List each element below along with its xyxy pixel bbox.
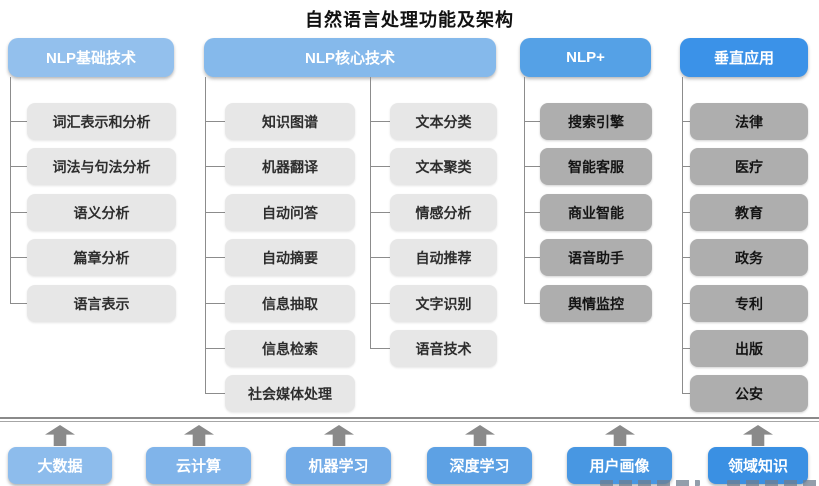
node-business-intelligence: 商业智能 (540, 194, 652, 231)
header-nlp-core: NLP核心技术 (204, 38, 496, 77)
node-information-retrieval: 信息检索 (225, 330, 355, 367)
connector-line (682, 303, 690, 304)
connector-line (524, 303, 540, 304)
node-publishing: 出版 (690, 330, 808, 367)
connector-line (370, 257, 390, 258)
node-text-recognition: 文字识别 (390, 285, 497, 322)
connector-line (524, 166, 540, 167)
connector-line (205, 121, 225, 122)
node-deep-learning: 深度学习 (427, 447, 532, 484)
node-big-data: 大数据 (8, 447, 112, 484)
node-machine-translation: 机器翻译 (225, 148, 355, 185)
connector-line (370, 121, 390, 122)
connector-line (10, 303, 27, 304)
up-arrow-icon (465, 425, 495, 446)
node-search-engine: 搜索引擎 (540, 103, 652, 140)
connector-line (682, 257, 690, 258)
watermark-fragment (727, 480, 819, 486)
node-education: 教育 (690, 194, 808, 231)
node-government: 政务 (690, 239, 808, 276)
connector-line (682, 393, 690, 394)
node-lexical-syntactic-analysis: 词法与句法分析 (27, 148, 176, 185)
up-arrow-icon (605, 425, 635, 446)
node-patent: 专利 (690, 285, 808, 322)
header-nlp-plus: NLP+ (520, 38, 651, 77)
up-arrow-icon (184, 425, 214, 446)
node-information-extraction: 信息抽取 (225, 285, 355, 322)
node-text-clustering: 文本聚类 (390, 148, 497, 185)
header-vertical-apps: 垂直应用 (680, 38, 808, 77)
connector-line (682, 212, 690, 213)
connector-line (682, 121, 690, 122)
connector-line (205, 257, 225, 258)
connector-line (370, 212, 390, 213)
connector-line (524, 257, 540, 258)
node-sentiment-analysis: 情感分析 (390, 194, 497, 231)
connector-line (524, 121, 540, 122)
up-arrow-icon (324, 425, 354, 446)
node-lexical-representation-analysis: 词汇表示和分析 (27, 103, 176, 140)
header-nlp-basic: NLP基础技术 (8, 38, 174, 77)
diagram-title: 自然语言处理功能及架构 (305, 10, 514, 30)
node-text-classification: 文本分类 (390, 103, 497, 140)
node-language-representation: 语言表示 (27, 285, 176, 322)
connector-line (10, 77, 11, 304)
node-question-answering: 自动问答 (225, 194, 355, 231)
connector-line (524, 212, 540, 213)
node-public-opinion-monitoring: 舆情监控 (540, 285, 652, 322)
connector-line (370, 166, 390, 167)
connector-line (10, 166, 27, 167)
node-auto-summarization: 自动摘要 (225, 239, 355, 276)
up-arrow-icon (743, 425, 773, 446)
watermark-fragment (600, 480, 700, 486)
connector-line (370, 303, 390, 304)
connector-line (205, 393, 225, 394)
connector-line (205, 166, 225, 167)
connector-line (205, 77, 206, 394)
connector-line (682, 166, 690, 167)
connector-line (205, 212, 225, 213)
separator-line (0, 417, 819, 419)
node-machine-learning: 机器学习 (286, 447, 391, 484)
connector-line (682, 77, 683, 394)
node-smart-customer-service: 智能客服 (540, 148, 652, 185)
connector-line (205, 303, 225, 304)
node-semantic-analysis: 语义分析 (27, 194, 176, 231)
connector-line (524, 77, 525, 304)
node-voice-assistant: 语音助手 (540, 239, 652, 276)
connector-line (10, 257, 27, 258)
node-speech-technology: 语音技术 (390, 330, 497, 367)
connector-line (370, 77, 371, 349)
node-auto-recommendation: 自动推荐 (390, 239, 497, 276)
connector-line (10, 121, 27, 122)
node-social-media-processing: 社会媒体处理 (225, 375, 355, 412)
up-arrow-icon (45, 425, 75, 446)
node-public-security: 公安 (690, 375, 808, 412)
node-law: 法律 (690, 103, 808, 140)
node-user-profile: 用户画像 (567, 447, 672, 484)
connector-line (682, 348, 690, 349)
node-knowledge-graph: 知识图谱 (225, 103, 355, 140)
connector-line (205, 348, 225, 349)
connector-line (370, 348, 390, 349)
node-cloud-computing: 云计算 (146, 447, 251, 484)
node-medical: 医疗 (690, 148, 808, 185)
node-domain-knowledge: 领域知识 (708, 447, 808, 484)
separator-line (0, 421, 819, 422)
connector-line (10, 212, 27, 213)
node-discourse-analysis: 篇章分析 (27, 239, 176, 276)
